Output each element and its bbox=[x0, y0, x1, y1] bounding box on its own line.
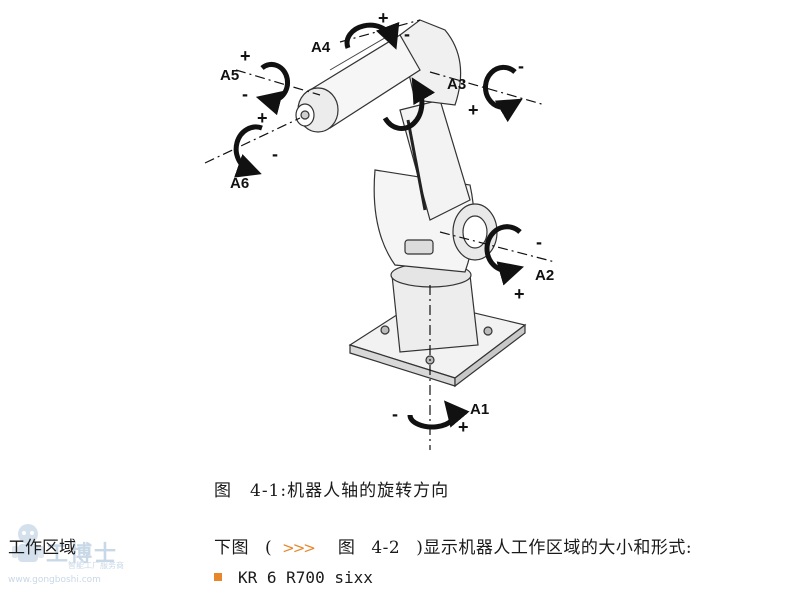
axis-a2-minus: - bbox=[536, 232, 542, 252]
cross-reference-arrow-icon[interactable]: >>> bbox=[282, 539, 316, 557]
bullet-square-icon bbox=[214, 572, 222, 581]
list-item: KR 6 R700 sixx bbox=[214, 568, 373, 587]
axis-a2-plus: + bbox=[514, 284, 525, 304]
axis-label-a2: A2 bbox=[535, 267, 554, 284]
axis-a3-plus: + bbox=[468, 100, 479, 120]
caption-text: 机器人轴的旋转方向 bbox=[287, 481, 450, 501]
watermark-url: www.gongboshi.com bbox=[8, 575, 101, 585]
figure-caption: 图 4-1:机器人轴的旋转方向 bbox=[214, 476, 449, 501]
robot-lower-arm bbox=[399, 19, 471, 221]
watermark-subtitle: 智能工厂服务商 bbox=[68, 561, 124, 570]
section-body-text: 下图 ( >>> 图 4-2)显示机器人工作区域的大小和形式: bbox=[214, 533, 692, 558]
rotation-arrow-a2 bbox=[484, 224, 525, 286]
rotation-arrow-a5 bbox=[255, 61, 290, 116]
robot-forearm bbox=[295, 31, 421, 133]
axis-a6-minus: - bbox=[272, 144, 278, 164]
axis-label-a3: A3 bbox=[447, 76, 466, 93]
body-text-before: 下图 bbox=[214, 538, 249, 558]
section-label: 工作区域 bbox=[8, 538, 76, 558]
rotation-arrow-wrist bbox=[382, 77, 436, 131]
axis-line-a6 bbox=[204, 117, 301, 164]
ref-figure-prefix[interactable]: 图 bbox=[337, 538, 356, 558]
rotation-arrow-a6 bbox=[233, 124, 263, 178]
robot-mascot-icon bbox=[12, 524, 44, 562]
axis-label-a6: A6 bbox=[230, 175, 249, 192]
rotation-arrow-a3 bbox=[483, 64, 523, 123]
watermark-name: 工博士 bbox=[46, 542, 119, 567]
axis-a6-plus: + bbox=[257, 108, 268, 128]
watermark-logo: 工博士 智能工厂服务商 www.gongboshi.com bbox=[6, 518, 156, 598]
axis-a1-minus: - bbox=[392, 404, 398, 424]
caption-number: 4-1: bbox=[250, 481, 288, 501]
axis-a3-minus: - bbox=[518, 56, 524, 76]
paren-close: ) bbox=[416, 538, 424, 558]
axis-a5-plus: + bbox=[240, 46, 251, 66]
axis-line-a5 bbox=[235, 69, 321, 96]
axis-a4-plus: + bbox=[378, 8, 389, 28]
axis-a4-minus: - bbox=[404, 24, 410, 44]
paren-open: ( bbox=[265, 538, 273, 558]
robot-pedestal bbox=[390, 262, 479, 353]
rotation-arrow-a4 bbox=[344, 21, 400, 50]
axis-label-a1: A1 bbox=[470, 401, 489, 418]
axis-label-a4: A4 bbox=[311, 39, 331, 56]
list-item-text: KR 6 R700 sixx bbox=[238, 568, 373, 587]
ref-figure-number[interactable]: 4-2 bbox=[371, 538, 401, 558]
axis-label-a5: A5 bbox=[220, 67, 239, 84]
body-text-after: 显示机器人工作区域的大小和形式: bbox=[423, 538, 693, 558]
axis-a5-minus: - bbox=[242, 84, 248, 104]
rotation-arrow-a1 bbox=[407, 400, 470, 430]
axis-a1-plus: + bbox=[458, 417, 469, 437]
caption-prefix: 图 bbox=[214, 481, 232, 501]
robot-axes-figure: A1 + - A2 + - A3 + - A4 + - A5 + - A6 + … bbox=[204, 8, 556, 450]
